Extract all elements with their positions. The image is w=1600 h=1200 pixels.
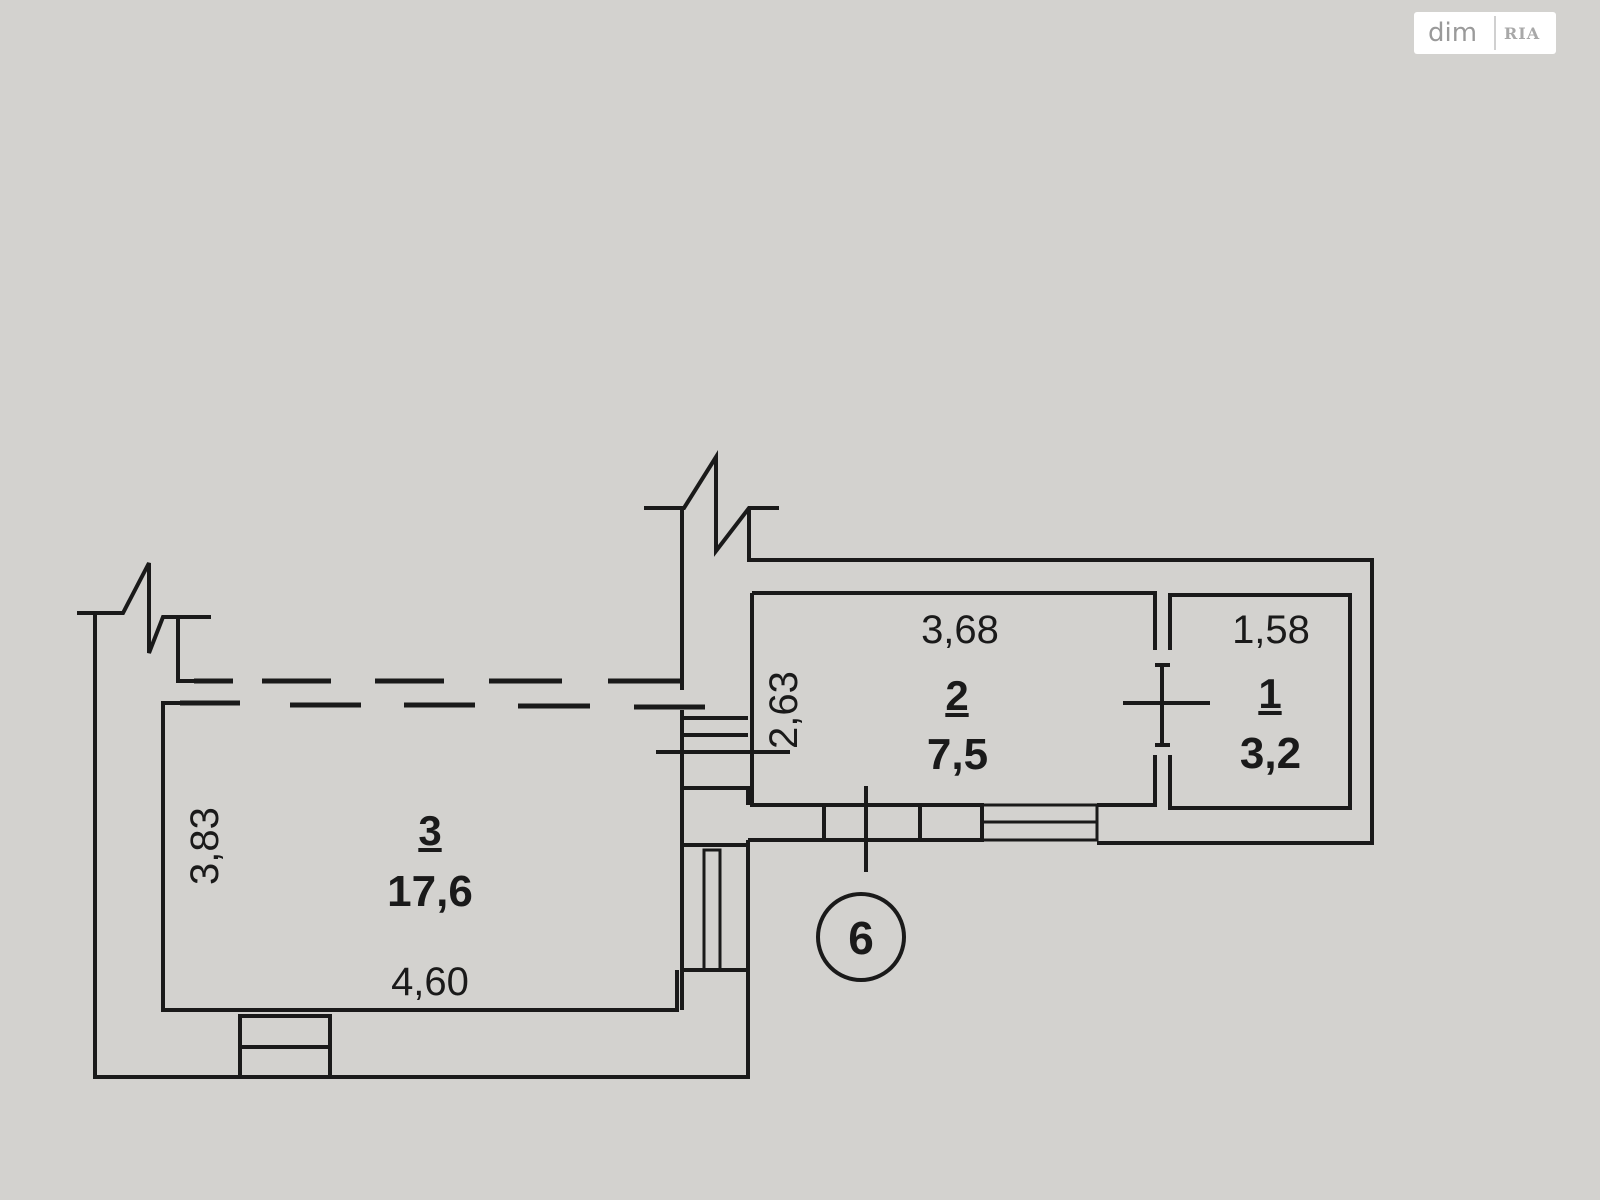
room1-wall	[1168, 593, 1352, 810]
room3-width-label: 4,60	[391, 960, 469, 1004]
dimria-logo: dim RIA	[1414, 12, 1556, 54]
room1-area: 3,2	[1239, 729, 1302, 778]
apartment-marker-circle	[816, 892, 906, 982]
room1-width-label: 1,58	[1232, 608, 1310, 652]
room2-depth-label: 2,63	[762, 671, 806, 749]
room2-wall	[752, 591, 1157, 650]
logo-ria-text: RIA	[1504, 23, 1541, 43]
logo-dim-text: dim	[1428, 18, 1478, 48]
break-symbol-upper	[644, 450, 779, 557]
upper-outer-wall-right	[747, 508, 1374, 845]
room3-number: 3	[418, 807, 442, 854]
side-window	[702, 848, 722, 972]
logo-divider	[1494, 16, 1496, 50]
room2-wall-right	[1097, 755, 1157, 807]
room3-wall	[161, 701, 679, 1012]
dashed-wall	[180, 678, 705, 710]
room2-wall-left	[750, 593, 824, 807]
room3-depth-label: 3,83	[183, 807, 227, 885]
room2-number: 2	[945, 672, 969, 719]
room1-number: 1	[1258, 670, 1282, 717]
outer-wall-left	[77, 562, 211, 654]
room2-window	[822, 803, 922, 842]
outer-wall-left-body	[93, 611, 750, 1079]
room2-window-2	[918, 803, 984, 842]
room2-area: 7,5	[926, 730, 989, 779]
room3-inner-wall	[176, 617, 215, 683]
apartment-marker-number: 6	[848, 912, 874, 964]
room2-width-label: 3,68	[921, 608, 999, 652]
room3-area: 17,6	[387, 867, 473, 916]
